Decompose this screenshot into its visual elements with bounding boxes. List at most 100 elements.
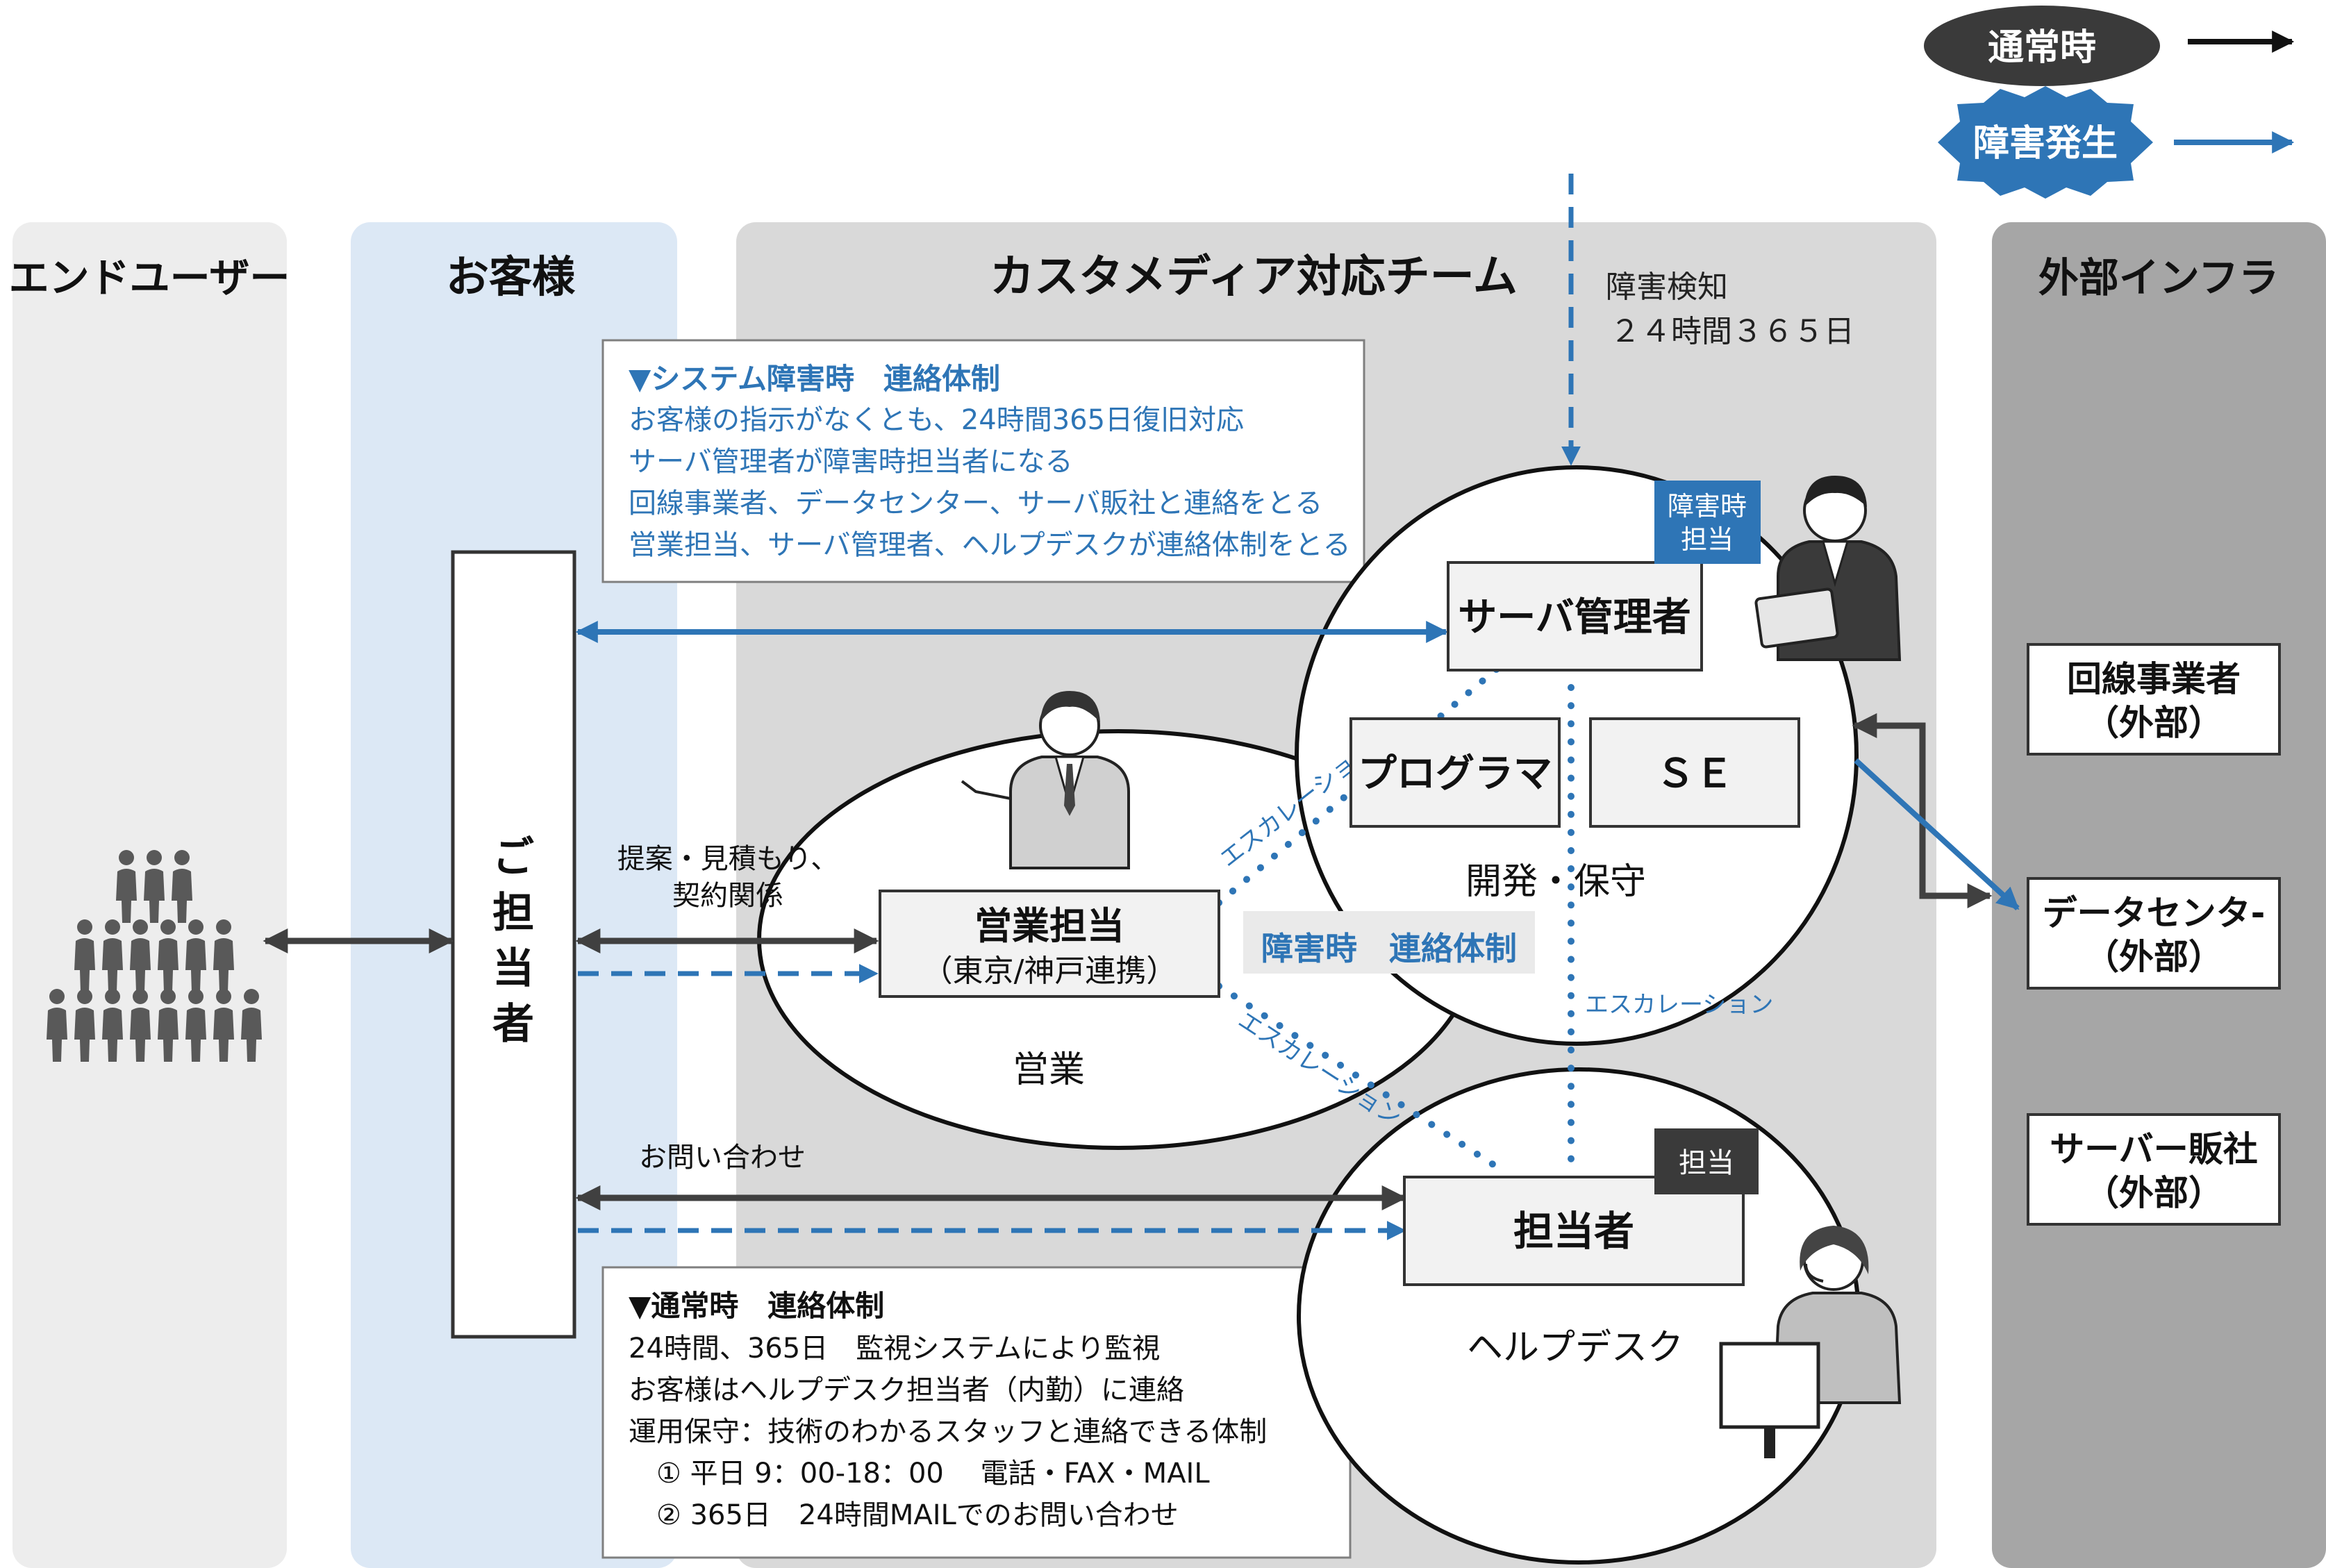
person-icon-head [49,989,65,1004]
person-icon-body [213,938,234,992]
person-icon-body [241,1008,262,1062]
person-icon-head [216,989,231,1004]
person-icon-head [105,919,120,935]
person-icon-body [130,1008,151,1062]
helpdesk-operator-illustration [1719,1226,1902,1458]
person-icon-body [116,869,137,923]
customer-contact-char: ご [492,833,534,882]
customer-contact-char: 担 [492,889,534,937]
customer-contact-box [451,550,576,1339]
person-icon-body [74,938,95,992]
helpdesk-badge-label: 担当 [1679,1147,1734,1179]
column-header-team: カスタメディア対応チーム [990,251,1518,303]
helpdesk-circle-label: ヘルプデスク [1467,1327,1684,1369]
legend-failure-badge [1938,86,2153,199]
person-icon-body [130,938,151,992]
external-item-line1: 回線事業者 [2067,659,2241,699]
legend-normal-badge [1924,6,2160,86]
server-admin-box [1447,561,1703,672]
sales-person-illustration [961,691,1130,869]
customer-contact-char: 者 [492,1000,534,1049]
person-icon-body [158,938,178,992]
failure-owner-badge-line1: 障害時 [1668,491,1747,522]
person-icon-body [102,938,123,992]
failure-contact-label: 障害時 連絡体制 [1261,930,1517,967]
person-icon-head [77,919,92,935]
person-icon-head [160,989,176,1004]
column-header-end-user: エンドユーザー [9,254,290,301]
person-icon-head [188,919,203,935]
person-icon-head [244,989,259,1004]
detection-line2: ２４時間３６５日 [1610,314,1854,349]
failure-box-line: サーバ管理者が障害時担当者になる [629,446,1073,478]
person-icon-body [185,1008,206,1062]
person-icon-head [216,919,231,935]
person-icon-head [133,989,148,1004]
external-item-datacenter [2027,877,2281,990]
escalation-label-dev-helpdesk: エスカレーション [1585,991,1773,1019]
failure-contact-label-bg [1243,911,1535,974]
external-item-line-carrier [2027,643,2281,756]
helpdesk-person-label: 担当者 [1513,1208,1634,1255]
customer-contact-char: 当 [492,944,534,993]
person-icon-head [174,850,190,865]
person-icon-body [74,1008,95,1062]
sales-rep-sub: （東京/神戸連携） [922,953,1177,989]
external-item-line2: （外部） [2084,937,2223,977]
se-label: ＳＥ [1656,751,1734,796]
failure-box-title: ▼システム障害時 連絡体制 [629,362,1000,396]
failure-box-line: 営業担当、サーバ管理者、ヘルプデスクが連絡体制をとる [629,529,1351,561]
person-icon-head [160,919,176,935]
person-icon-body [172,869,192,923]
failure-contact-box [601,339,1365,583]
helpdesk-badge [1654,1128,1759,1194]
sales-relation-line1: 提案・見積もり、 [617,843,838,875]
person-icon-head [77,989,92,1004]
programmer-box [1349,717,1561,828]
failure-owner-badge-line2: 担当 [1681,524,1734,555]
detection-line1: 障害検知 [1606,269,1728,305]
sales-rep-title: 営業担当 [974,904,1124,948]
server-admin-illustration [1754,476,1902,661]
escalation-lines [1215,660,1575,1177]
sales-rep-box [879,890,1220,998]
dev-circle-label: 開発・保守 [1465,861,1646,903]
normal-box-line: 運用保守：技術のわかるスタッフと連絡できる体制 [629,1416,1267,1448]
server-admin-label: サーバ管理者 [1458,595,1690,640]
se-box [1589,717,1800,828]
person-icon-head [133,919,148,935]
person-icon-body [213,1008,234,1062]
normal-box-title: ▼通常時 連絡体制 [629,1289,884,1323]
normal-box-line: ② 365日 24時間MAILでのお問い合わせ [629,1499,1179,1531]
legend-failure-label: 障害発生 [1973,123,2118,165]
dev-datacenter-failure-arrow [1854,758,2020,910]
helpdesk-person-box [1403,1176,1745,1286]
inquiry-label: お問い合わせ [639,1142,806,1174]
failure-box-line: お客様の指示がなくとも、24時間365日復旧対応 [629,404,1244,436]
person-icon-head [105,989,120,1004]
end-users-crowd-icon [47,850,262,1062]
person-icon-head [188,989,203,1004]
external-item-server-vendor [2027,1113,2281,1226]
helpdesk-circle [1297,1067,1861,1565]
failure-box-line: 回線事業者、データセンター、サーバ販社と連絡をとる [629,487,1322,519]
external-item-line1: データセンタ- [2043,893,2266,933]
failure-owner-badge [1654,481,1761,564]
sales-circle-label: 営業 [1013,1049,1085,1091]
person-icon-body [102,1008,123,1062]
person-icon-body [158,1008,178,1062]
sales-relation-line2: 契約関係 [672,880,783,912]
external-item-line2: （外部） [2084,703,2223,743]
person-icon-body [185,938,206,992]
dev-datacenter-arrow [1852,713,1993,908]
column-header-external: 外部インフラ [2038,254,2279,301]
normal-contact-box [601,1266,1352,1559]
person-icon-head [119,850,134,865]
programmer-label: プログラマ [1358,751,1552,796]
normal-box-line: お客様はヘルプデスク担当者（内勤）に連絡 [629,1374,1184,1406]
person-icon-body [144,869,165,923]
normal-box-line: ① 平日 9：00-18：00 電話・FAX・MAIL [629,1458,1210,1490]
column-header-customer: お客様 [446,251,576,302]
